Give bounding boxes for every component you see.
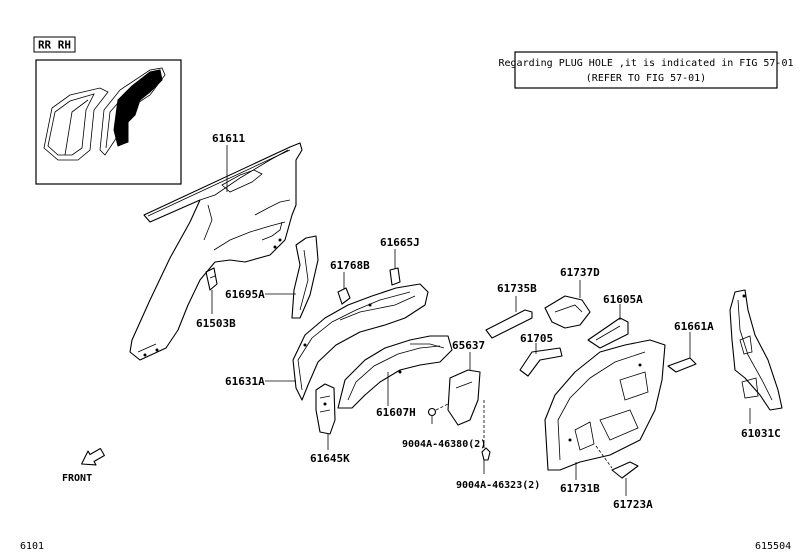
label-61661A: 61661A [674,320,714,333]
part-61645K-bracket [315,383,336,435]
label-61031C: 61031C [741,427,781,440]
part-61605A-bracket [587,317,629,349]
part-61611-quarter-panel [129,142,303,361]
label-61631A: 61631A [225,375,265,388]
locator-inset [35,59,182,185]
footer-right-code: 615504 [755,541,791,552]
notice-line-1: Regarding PLUG HOLE ,it is indicated in … [498,58,793,69]
label-61737D: 61737D [560,266,600,279]
part-65637-cover [447,369,481,426]
part-61607H-wheel-housing-inner [337,335,453,409]
label-61768B: 61768B [330,259,370,272]
part-61768B-bracket [337,287,351,305]
part-61705 [519,347,563,377]
plug-hole-notice: Regarding PLUG HOLE ,it is indicated in … [498,51,794,89]
part-61503B-bracket [205,267,218,291]
label-clip-9004A-46380: 9004A-46380(2) [402,439,486,450]
part-61735B-strip [485,309,533,339]
label-61723A: 61723A [613,498,653,511]
label-61611: 61611 [212,132,245,145]
footer-left-code: 6101 [20,541,44,552]
notice-line-2: (REFER TO FIG 57-01) [586,73,706,84]
part-61695A-reinforcement [291,235,319,319]
clip-9004A-46323 [481,447,491,461]
part-61631A-wheel-housing-outer [292,283,429,401]
part-61731B-inner-panel [544,339,666,471]
part-61723A-bracket [595,445,639,479]
label-65637: 65637 [452,339,485,352]
label-61705: 61705 [520,332,553,345]
label-61731B: 61731B [560,482,600,495]
label-61645K: 61645K [310,452,350,465]
part-61665J-bracket [389,267,401,286]
label-61735B: 61735B [497,282,537,295]
part-61031C-pillar [729,289,783,411]
label-61665J: 61665J [380,236,420,249]
front-arrow: FRONT [62,447,105,484]
rr-rh-label: RR RH [38,39,71,52]
highlighted-area [113,69,163,147]
label-61503B: 61503B [196,317,236,330]
label-61607H: 61607H [376,406,416,419]
part-61737D-bracket [544,295,591,329]
clip-9004A-46380 [427,407,437,424]
label-61695A: 61695A [225,288,265,301]
part-61661A-bracket [667,357,697,373]
front-label: FRONT [62,473,92,484]
label-clip-9004A-46323: 9004A-46323(2) [456,480,540,491]
label-61605A: 61605A [603,293,643,306]
rr-rh-badge: RR RH [33,36,76,53]
